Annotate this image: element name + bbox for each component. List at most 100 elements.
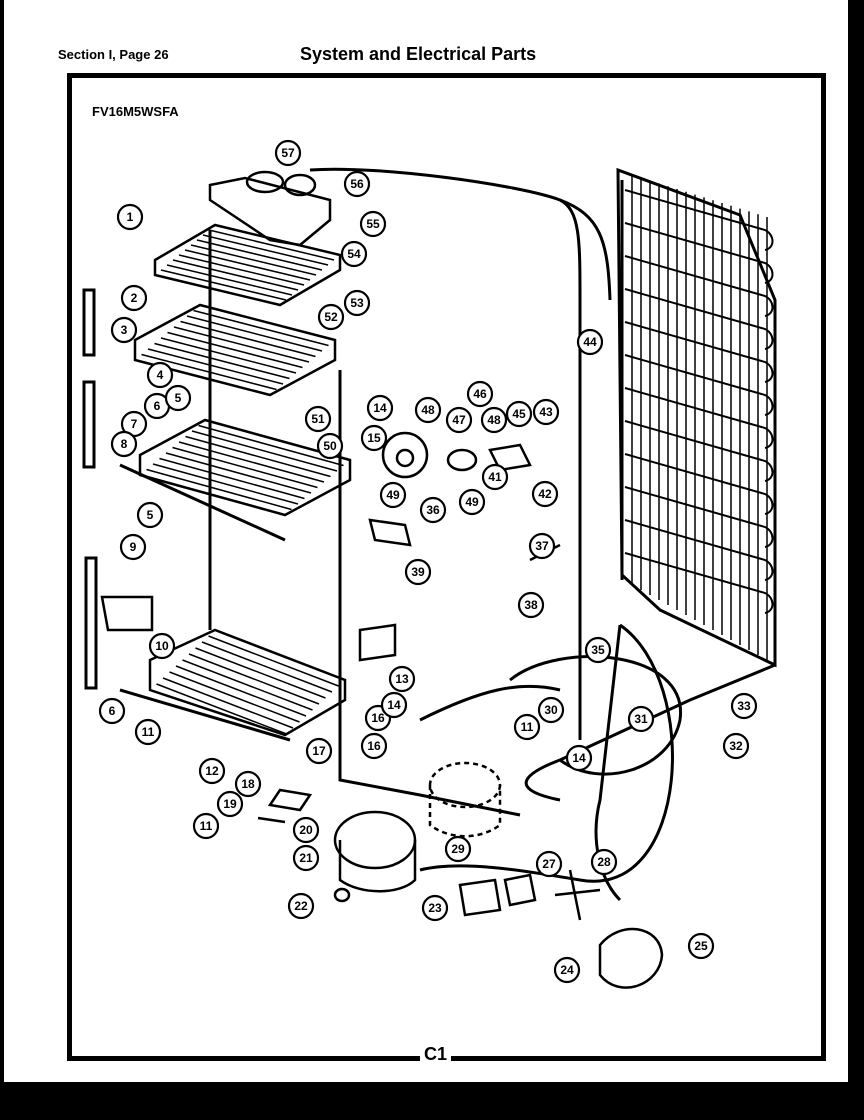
- callout-number: 43: [539, 405, 553, 419]
- part-callout-14: 14: [380, 691, 408, 719]
- callout-number: 4: [157, 368, 164, 382]
- callout-circle: [481, 463, 509, 491]
- callout-circle: [553, 956, 581, 984]
- callout-number: 14: [572, 751, 586, 765]
- part-callout-29: 29: [444, 835, 472, 863]
- callout-number: 8: [121, 437, 128, 451]
- callout-circle: [730, 692, 758, 720]
- callout-number: 7: [131, 417, 138, 431]
- callout-circle: [146, 361, 174, 389]
- callout-number: 27: [542, 857, 556, 871]
- part-callout-2: 2: [120, 284, 148, 312]
- coil-tube-pass: [624, 453, 774, 515]
- coil-tube-pass: [624, 222, 774, 284]
- part-callout-28: 28: [590, 848, 618, 876]
- callout-number: 10: [155, 639, 169, 653]
- callout-circle: [287, 892, 315, 920]
- callout-number: 19: [223, 797, 237, 811]
- part-callout-53: 53: [343, 289, 371, 317]
- callout-circle: [458, 488, 486, 516]
- callout-circle: [119, 533, 147, 561]
- shelf-wire: [166, 264, 293, 296]
- shelf-wire: [169, 671, 300, 723]
- callout-number: 49: [465, 495, 479, 509]
- callout-number: 24: [560, 963, 574, 977]
- callout-number: 57: [281, 146, 295, 160]
- part-callout-39: 39: [404, 558, 432, 586]
- part-callout-25: 25: [687, 932, 715, 960]
- callout-number: 14: [373, 401, 387, 415]
- callout-circle: [305, 737, 333, 765]
- coil-tube-pass: [624, 387, 774, 449]
- part-callout-51: 51: [304, 405, 332, 433]
- callout-number: 11: [521, 720, 534, 734]
- callout-number: 54: [347, 247, 361, 261]
- callout-number: 5: [175, 391, 182, 405]
- shelf-wire: [191, 430, 338, 472]
- callout-number: 14: [387, 698, 401, 712]
- part-callout-10: 10: [148, 632, 176, 660]
- shelf-wire: [195, 647, 326, 699]
- shelf-wire: [202, 234, 329, 266]
- part-callout-50: 50: [316, 432, 344, 460]
- part-callout-16: 16: [360, 732, 388, 760]
- part-callout-18: 18: [234, 770, 262, 798]
- callout-circle: [722, 732, 750, 760]
- callout-circle: [148, 632, 176, 660]
- callout-number: 16: [367, 739, 381, 753]
- callout-circle: [198, 757, 226, 785]
- callout-circle: [340, 240, 368, 268]
- callout-number: 12: [205, 764, 219, 778]
- callout-number: 52: [324, 310, 338, 324]
- part-callout-32: 32: [722, 732, 750, 760]
- callout-circle: [343, 289, 371, 317]
- callout-circle: [404, 558, 432, 586]
- part-callout-33: 33: [730, 692, 758, 720]
- part-callout-57: 57: [274, 139, 302, 167]
- callout-number: 11: [142, 725, 155, 739]
- callout-circle: [274, 139, 302, 167]
- part-callout-21: 21: [292, 844, 320, 872]
- shelf-wire: [208, 229, 335, 261]
- callout-number: 6: [109, 704, 116, 718]
- part-callout-35: 35: [584, 636, 612, 664]
- callout-number: 48: [487, 413, 501, 427]
- callout-number: 48: [421, 403, 435, 417]
- callout-number: 50: [323, 439, 337, 453]
- callout-number: 15: [367, 431, 381, 445]
- part-callout-19: 19: [216, 790, 244, 818]
- coil-tube-pass: [624, 552, 774, 614]
- callout-number: 30: [544, 703, 558, 717]
- part-callout-3: 3: [110, 316, 138, 344]
- shelf-rails-and-brackets: [82, 230, 291, 742]
- part-callout-36: 36: [419, 496, 447, 524]
- part-callout-31: 31: [627, 705, 655, 733]
- part-callout-20: 20: [292, 816, 320, 844]
- callout-circle: [531, 480, 559, 508]
- callout-circle: [343, 170, 371, 198]
- callout-number: 51: [311, 412, 325, 426]
- callout-number: 2: [131, 291, 138, 305]
- callout-number: 45: [512, 407, 526, 421]
- callout-number: 56: [350, 177, 364, 191]
- coil-tube-pass: [624, 288, 774, 350]
- callout-number: 46: [473, 387, 487, 401]
- part-callout-1: 1: [116, 203, 144, 231]
- condenser-coil: [616, 167, 777, 668]
- part-callout-5: 5: [136, 501, 164, 529]
- callout-circle: [134, 718, 162, 746]
- shelf-wire: [160, 337, 297, 374]
- shelf-wire: [173, 326, 310, 363]
- callout-circle: [513, 713, 541, 741]
- part-callout-44: 44: [576, 328, 604, 356]
- part-callout-41: 41: [481, 463, 509, 491]
- callout-circle: [360, 424, 388, 452]
- callout-number: 36: [426, 503, 440, 517]
- shelf-wire: [147, 348, 284, 385]
- callout-circle: [120, 284, 148, 312]
- refrigerant-tubing: [309, 167, 776, 902]
- shelf-wire: [180, 320, 316, 358]
- callout-number: 29: [451, 842, 465, 856]
